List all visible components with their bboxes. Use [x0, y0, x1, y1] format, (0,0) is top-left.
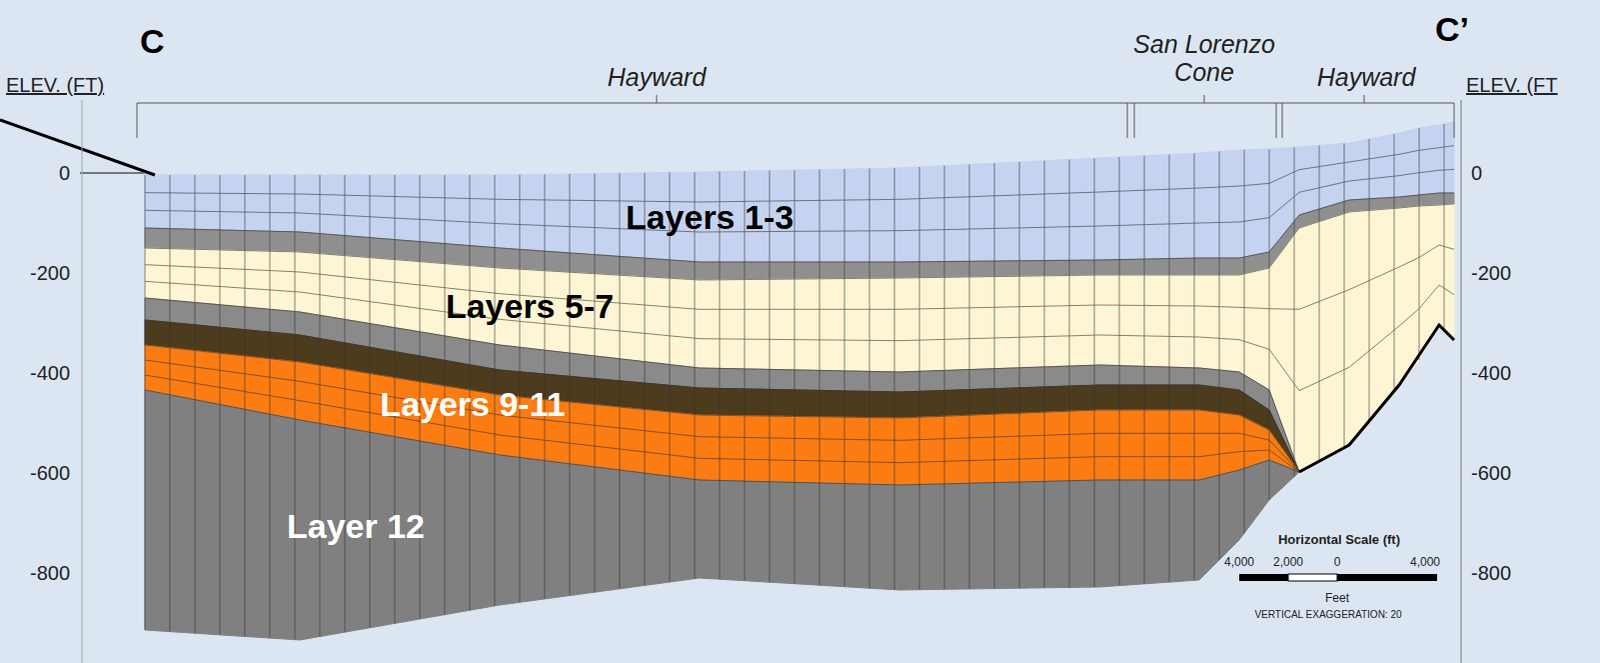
grid-line: [794, 169, 796, 584]
grid-line: [144, 297, 1300, 472]
axis-tick: -600: [1471, 461, 1512, 484]
scale-number: 2,000: [1273, 555, 1304, 569]
grid-line: [169, 174, 171, 632]
grid-line: [1069, 159, 1071, 588]
grid-line: [844, 168, 846, 587]
layer-label: Layers 1-3: [625, 198, 794, 236]
grid-line: [269, 174, 271, 638]
grid-line: [1044, 160, 1046, 588]
grid-line: [144, 389, 1300, 485]
axis-title: ELEV. (FT: [1466, 73, 1559, 96]
grid-line: [319, 174, 321, 637]
layer-band: [144, 389, 1300, 640]
scale-number: 0: [1334, 555, 1342, 569]
grid-line: [894, 167, 896, 590]
grid-line: [369, 174, 371, 628]
grid-line: [144, 319, 1300, 472]
grid-line: [294, 174, 296, 640]
axis-tick: -400: [29, 361, 70, 384]
grid-line: [969, 164, 971, 589]
scale-unit: Feet: [1325, 591, 1350, 605]
grid-line: [1019, 161, 1021, 588]
grid-line: [594, 173, 596, 593]
grid-line: [994, 162, 996, 588]
scale-number: 4,000: [1410, 555, 1441, 569]
grid-line: [1269, 148, 1271, 500]
grid-line: [344, 174, 346, 632]
unit-name: Hayward: [607, 63, 707, 92]
axis-tick: 0: [1471, 161, 1483, 184]
frame-lines: [0, 94, 1462, 663]
scale-title: Horizontal Scale (ft): [1278, 532, 1401, 547]
scale-number: 4,000: [1224, 555, 1255, 569]
unit-name: San Lorenzo Cone: [1109, 30, 1300, 86]
grid-line: [144, 145, 1455, 202]
grid-line: [144, 168, 1455, 232]
grid-line: [1219, 151, 1221, 561]
grid-line: [569, 173, 571, 596]
grid-line: [144, 359, 1300, 472]
grid-line: [144, 344, 1300, 472]
axis-tick: -200: [29, 261, 70, 284]
axis-tick: -800: [1471, 561, 1512, 584]
grid-line: [144, 192, 1455, 262]
axis-title: ELEV. (FT): [5, 73, 104, 96]
axis-tick: 0: [58, 161, 70, 184]
unit-name: Hayward: [1317, 63, 1417, 92]
axis-tick: -800: [29, 561, 70, 584]
grid-line: [869, 168, 871, 589]
layer-label: Layers 9-11: [379, 385, 565, 423]
axis-tick: -400: [1471, 361, 1512, 384]
axis-tick: -200: [1471, 261, 1512, 284]
grid-line: [1194, 152, 1196, 580]
grid-line: [1444, 123, 1446, 330]
grid-line: [144, 280, 1455, 390]
grid-line: [1144, 155, 1146, 584]
end-label: C’: [1435, 10, 1470, 48]
grid-line: [144, 203, 1455, 280]
grid-line: [1169, 154, 1171, 583]
layer-label: Layers 5-7: [445, 287, 614, 325]
layer-label: Layer 12: [286, 507, 425, 545]
axis-tick: -600: [29, 461, 70, 484]
grid-line: [1119, 156, 1121, 586]
grid-line: [819, 169, 821, 586]
grid-line: [1419, 127, 1421, 360]
grid-line: [1319, 144, 1321, 461]
grid-line: [1094, 157, 1096, 587]
exaggeration-note: VERTICAL EXAGGERATION: 20: [1254, 608, 1402, 620]
grid-line: [1344, 142, 1346, 447]
grid-line: [144, 174, 146, 630]
grid-line: [194, 174, 196, 633]
grid-line: [244, 174, 246, 636]
grid-line: [1394, 133, 1396, 391]
end-label: C: [139, 22, 165, 60]
